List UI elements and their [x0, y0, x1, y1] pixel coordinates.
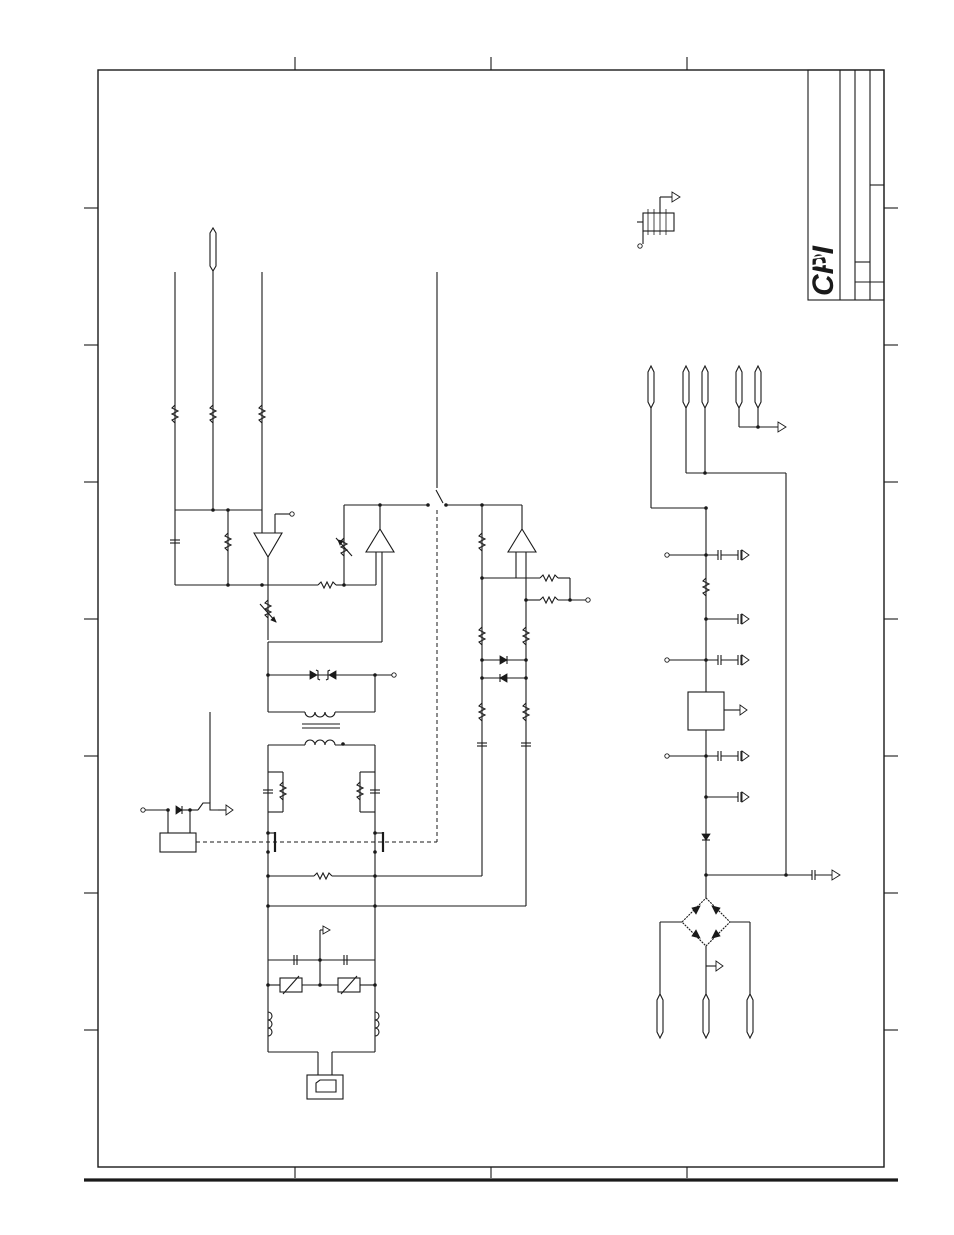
connector-icon	[210, 228, 216, 271]
drawing-frame	[84, 57, 898, 1180]
zener-clamp-loop	[266, 642, 396, 712]
diode-icon	[500, 656, 507, 664]
connector-icon	[736, 366, 742, 408]
connector-icon	[703, 994, 709, 1038]
right-amplifier-network	[477, 503, 590, 906]
relay-driver	[141, 712, 233, 852]
ground-icon	[778, 422, 786, 432]
left-input-lines	[170, 228, 318, 587]
company-logo: CPI	[807, 222, 840, 296]
resistor-icon	[540, 597, 558, 603]
bridge-rectifier	[657, 898, 753, 1038]
ground-icon	[742, 792, 749, 802]
connector-icon	[648, 366, 654, 408]
amplifier-icon	[508, 529, 536, 552]
connector-icon	[702, 366, 708, 408]
diode-icon	[176, 806, 182, 814]
zener-diode-icon	[310, 671, 317, 679]
ground-icon	[742, 550, 749, 560]
ground-icon	[323, 926, 330, 934]
diode-icon	[500, 674, 507, 682]
logo-text: CPI	[807, 245, 840, 296]
voltage-regulator-icon	[688, 692, 724, 730]
power-supply-section	[648, 366, 840, 898]
amplifier-icon	[254, 533, 282, 557]
connector-icon	[755, 366, 761, 408]
ground-icon	[226, 805, 233, 815]
power-entry-network	[266, 852, 526, 1099]
arrow-right-icon	[832, 870, 840, 880]
resistor-icon	[318, 582, 336, 588]
zener-diode-icon	[329, 671, 336, 679]
arrow-right-icon	[672, 192, 680, 202]
ground-icon	[742, 655, 749, 665]
connector-icon	[683, 366, 689, 408]
connector-icon	[747, 994, 753, 1038]
secondary-rc-networks	[263, 745, 383, 854]
ground-icon	[742, 751, 749, 761]
ground-icon	[716, 961, 723, 971]
resistor-icon	[540, 575, 558, 581]
diode-icon	[702, 834, 710, 840]
small-ic-package	[637, 192, 680, 248]
relay-switch	[196, 272, 482, 842]
amplifier-icon	[366, 529, 394, 552]
buffer-amplifier-2	[268, 503, 428, 642]
ground-icon	[740, 705, 747, 715]
connector-icon	[657, 994, 663, 1038]
ground-icon	[742, 614, 749, 624]
buffer-amplifier-1	[254, 510, 344, 640]
transformer	[268, 712, 375, 746]
relay-coil-icon	[160, 833, 196, 852]
title-block: CPI	[807, 70, 884, 300]
ac-plug-icon	[307, 1075, 343, 1099]
